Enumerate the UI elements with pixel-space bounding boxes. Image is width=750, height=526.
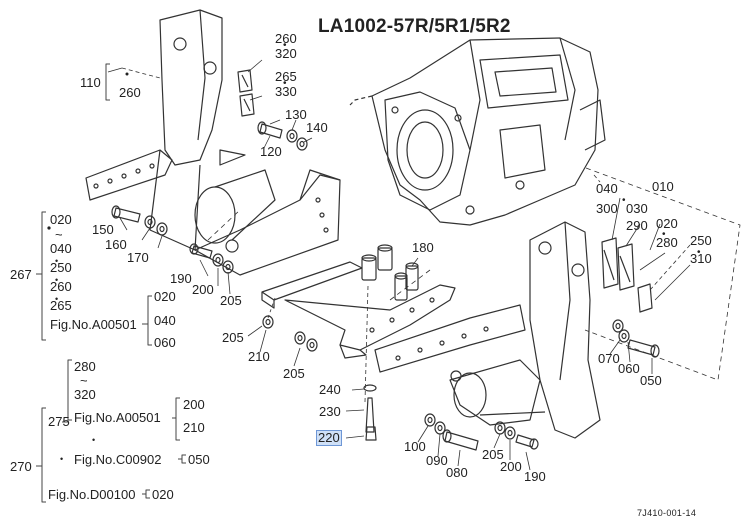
fig-ref-a00501[interactable]: Fig.No.A00501: [74, 410, 161, 425]
part-label-205[interactable]: 205: [283, 366, 305, 381]
part-label-205[interactable]: 205: [220, 293, 242, 308]
group-item[interactable]: 260: [50, 279, 72, 294]
right-bracket: [374, 221, 601, 439]
part-label-050[interactable]: 050: [640, 373, 662, 388]
part-label-300[interactable]: 300: [596, 201, 618, 216]
dot-mark: •: [283, 78, 287, 89]
fig-ref-a00501[interactable]: Fig.No.A00501: [50, 317, 137, 332]
dot-mark: •: [283, 40, 287, 51]
part-label-100[interactable]: 100: [404, 439, 426, 454]
group-item[interactable]: 280: [74, 359, 96, 374]
part-label-320[interactable]: 320: [275, 46, 297, 61]
group-item[interactable]: 020: [154, 289, 176, 304]
group-item[interactable]: 020: [152, 487, 174, 502]
dot-mark: •: [697, 247, 701, 258]
group-item[interactable]: 050: [188, 452, 210, 467]
part-label-060[interactable]: 060: [618, 361, 640, 376]
dot-mark: •: [662, 229, 666, 240]
group-ref-267[interactable]: 267: [10, 267, 32, 282]
part-label-080[interactable]: 080: [446, 465, 468, 480]
part-label-180[interactable]: 180: [412, 240, 434, 255]
leader-lines: [107, 59, 691, 471]
part-label-020[interactable]: 020: [656, 216, 678, 231]
group-item[interactable]: 265: [50, 298, 72, 313]
part-label-265[interactable]: 265: [275, 69, 297, 84]
range-tilde: ~: [80, 373, 88, 388]
fig-ref-c00902[interactable]: Fig.No.C00902: [74, 452, 162, 467]
dot-mark: •: [55, 256, 59, 266]
group-item[interactable]: 040: [154, 313, 176, 328]
part-label-010[interactable]: 010: [652, 179, 674, 194]
assembly-outlines: [207, 167, 741, 381]
right-shims: [601, 237, 653, 313]
group-item[interactable]: 020: [50, 212, 72, 227]
fig-ref-d00100[interactable]: Fig.No.D00100: [48, 487, 136, 502]
group-item[interactable]: 060: [154, 335, 176, 350]
part-label-290[interactable]: 290: [626, 218, 648, 233]
group-item[interactable]: 250: [50, 260, 72, 275]
part-label-070[interactable]: 070: [598, 351, 620, 366]
part-label-090[interactable]: 090: [426, 453, 448, 468]
group-270-brackets: [36, 359, 186, 503]
part-label-040[interactable]: 040: [596, 181, 618, 196]
part-label-030[interactable]: 030: [626, 201, 648, 216]
group-item[interactable]: 320: [74, 387, 96, 402]
group-ref-275[interactable]: 275: [48, 414, 70, 429]
center-plates: [261, 244, 456, 359]
part-label-140[interactable]: 140: [306, 120, 328, 135]
drawing-code: 7J410-001-14: [637, 508, 697, 518]
part-label-310[interactable]: 310: [690, 251, 712, 266]
transmission-housing: [371, 37, 606, 226]
part-label-250[interactable]: 250: [690, 233, 712, 248]
part-label-220-selected[interactable]: 220: [316, 430, 342, 446]
part-label-210[interactable]: 210: [248, 349, 270, 364]
group-item[interactable]: 210: [183, 420, 205, 435]
group-item[interactable]: 200: [183, 397, 205, 412]
part-label-190[interactable]: 190: [524, 469, 546, 484]
group-ref-270[interactable]: 270: [10, 459, 32, 474]
left-shims: [237, 69, 255, 117]
part-label-110[interactable]: 110: [80, 75, 101, 90]
part-label-260[interactable]: 260: [119, 85, 141, 100]
range-tilde: ~: [55, 227, 63, 242]
group-110-brackets: [105, 63, 110, 101]
group-267-brackets: [36, 211, 152, 346]
part-label-230[interactable]: 230: [319, 404, 341, 419]
part-label-205[interactable]: 205: [222, 330, 244, 345]
part-label-200[interactable]: 200: [500, 459, 522, 474]
washers: [144, 129, 630, 440]
dot-mark: •: [55, 294, 59, 304]
dot-mark: •: [60, 454, 64, 464]
part-label-120[interactable]: 120: [260, 144, 282, 159]
part-label-260[interactable]: 260: [275, 31, 297, 46]
bolts: [111, 121, 660, 451]
left-bracket: [85, 9, 341, 276]
part-label-330[interactable]: 330: [275, 84, 297, 99]
part-label-205[interactable]: 205: [482, 447, 504, 462]
part-label-190[interactable]: 190: [170, 271, 192, 286]
part-label-200[interactable]: 200: [192, 282, 214, 297]
dot-mark: •: [55, 275, 59, 285]
part-label-280[interactable]: 280: [656, 235, 678, 250]
group-item[interactable]: 040: [50, 241, 72, 256]
part-label-160[interactable]: 160: [105, 237, 127, 252]
dot-mark: •: [92, 435, 96, 445]
part-label-240[interactable]: 240: [319, 382, 341, 397]
part-label-130[interactable]: 130: [285, 107, 307, 122]
part-label-150[interactable]: 150: [92, 222, 114, 237]
dot-mark: •: [622, 195, 626, 206]
diagram-title: LA1002-57R/5R1/5R2: [318, 16, 511, 37]
part-label-170[interactable]: 170: [127, 250, 149, 265]
